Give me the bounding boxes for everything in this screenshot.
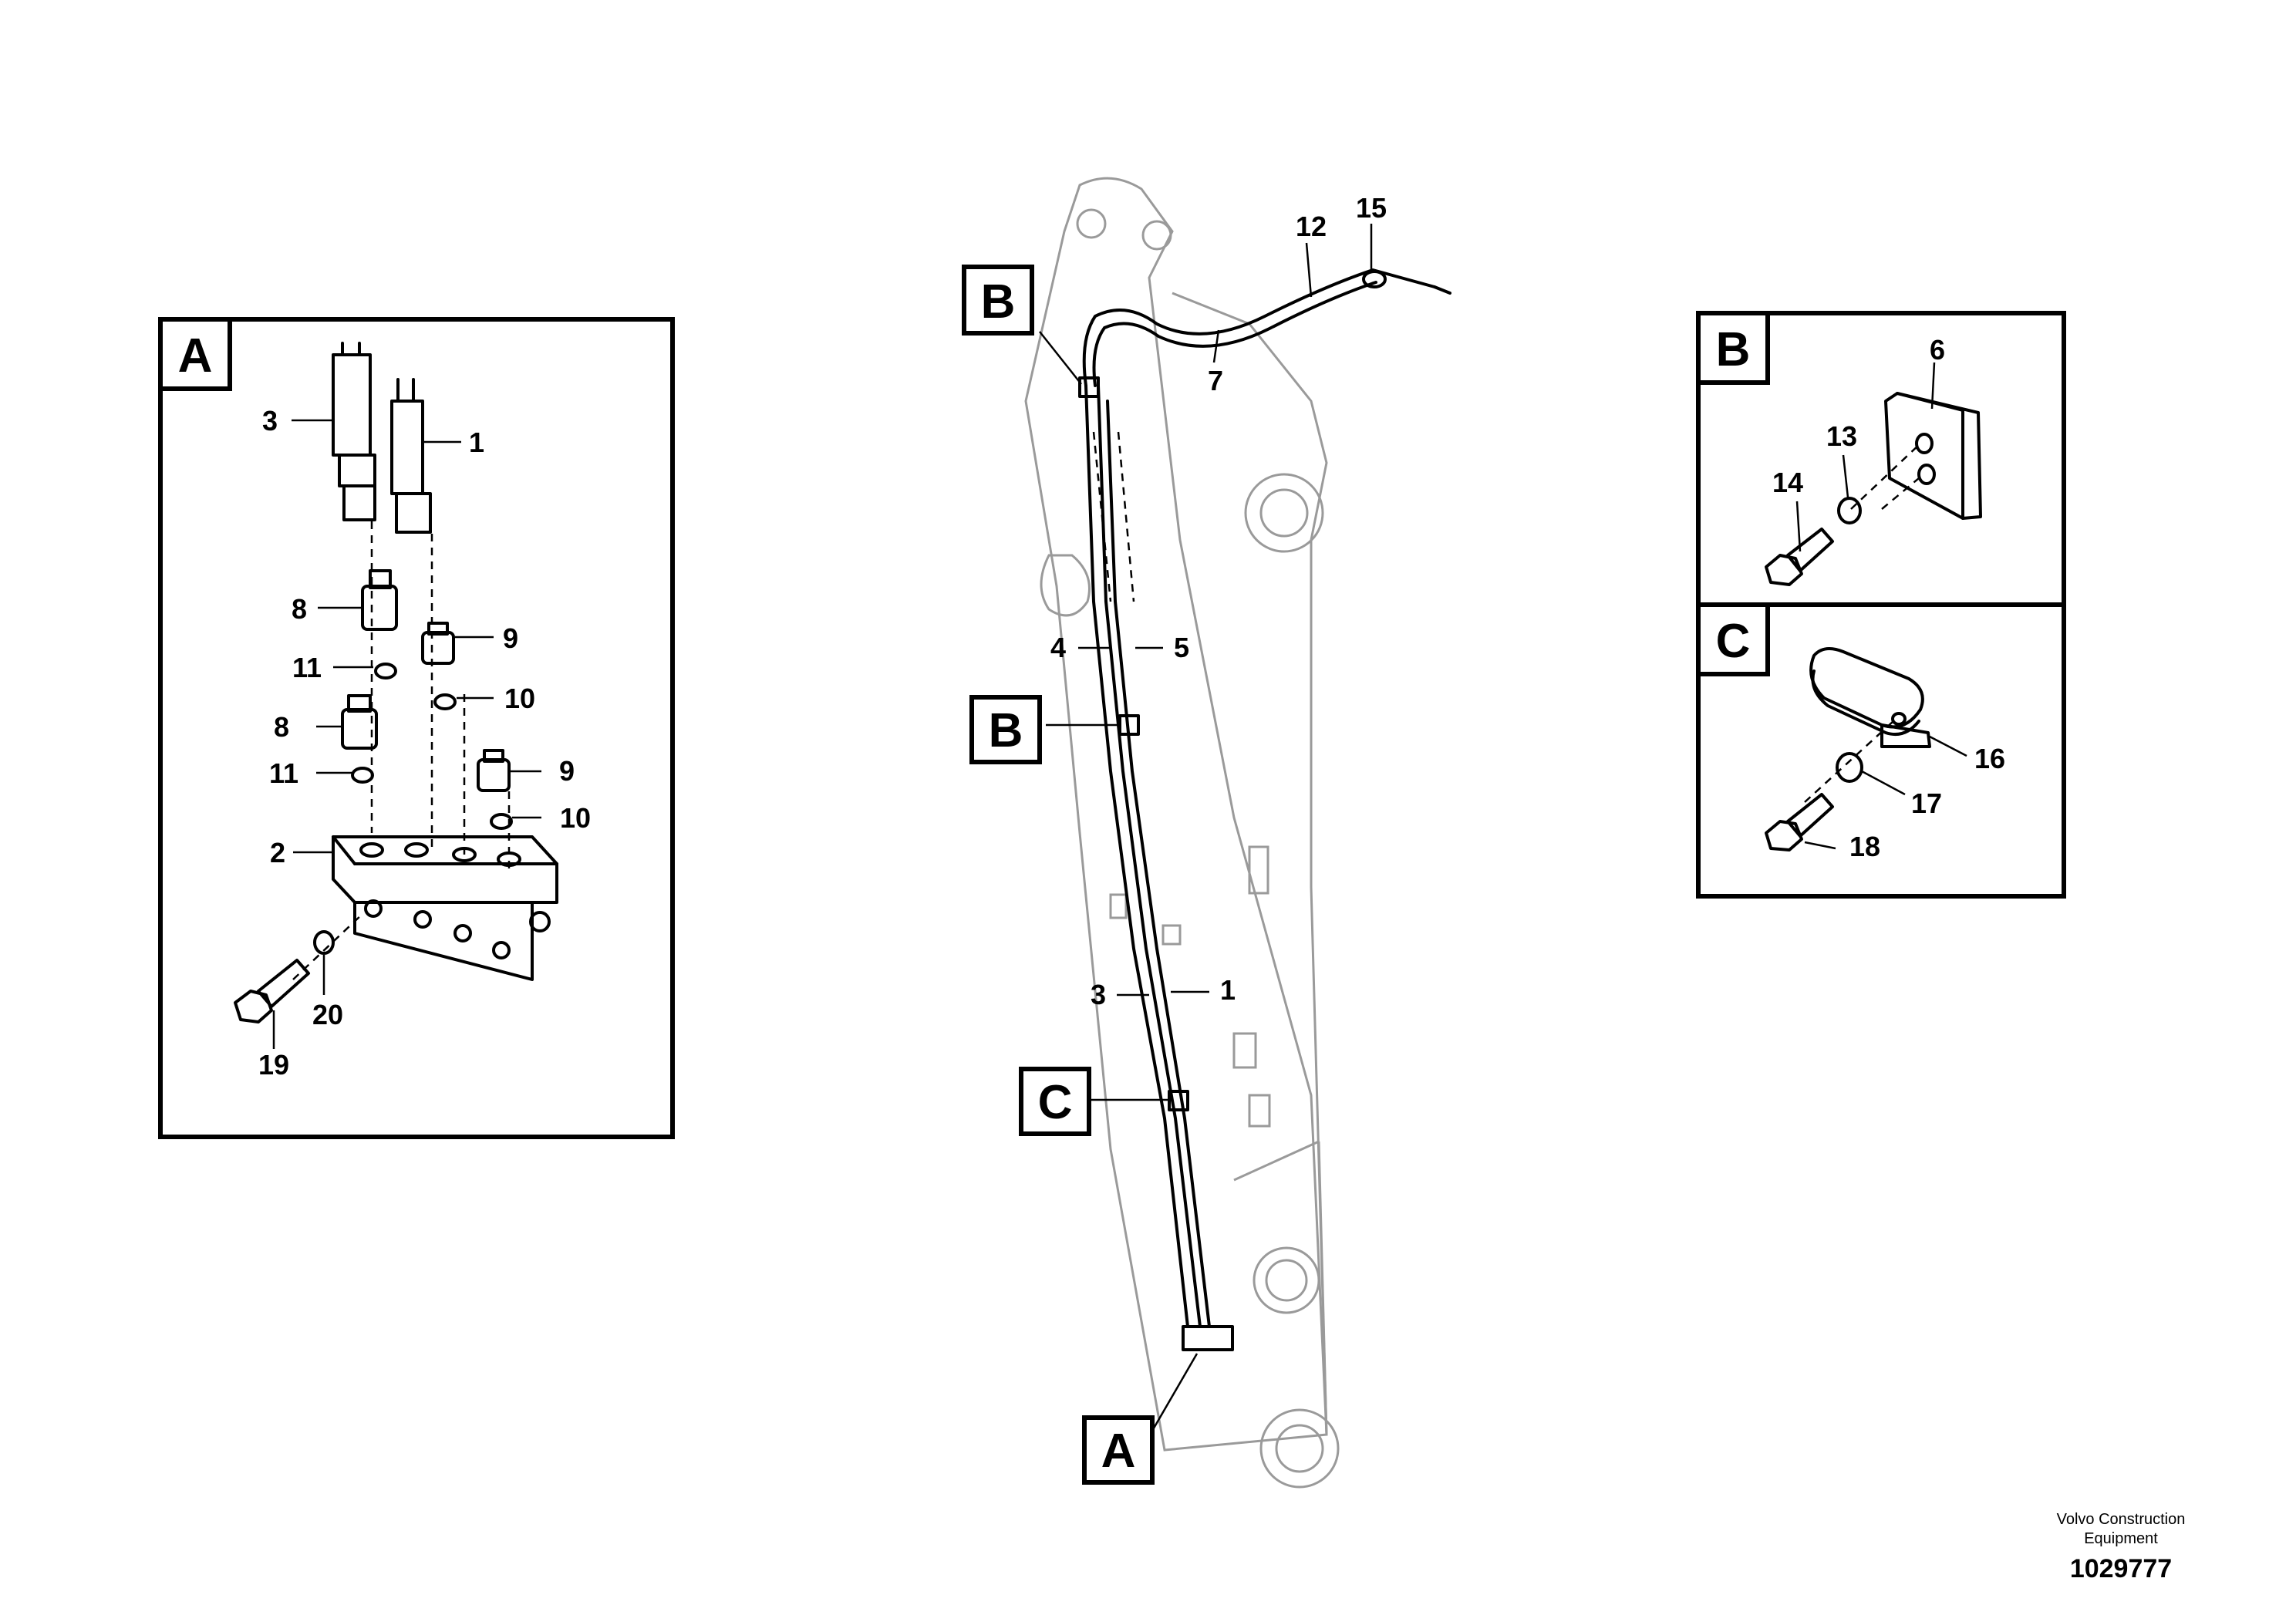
callout-8-lower: 8	[274, 711, 289, 743]
bolt-14	[1765, 528, 1834, 586]
bolt-19	[234, 959, 310, 1023]
bracket-6	[1884, 392, 1982, 520]
manifold-a-position	[1182, 1325, 1234, 1351]
callout-9-upper: 9	[503, 622, 518, 654]
detail-b-label: B	[1716, 323, 1751, 376]
callout-11-upper: 11	[292, 652, 322, 683]
main-view-leaders	[1039, 224, 1373, 1437]
callout-box-b-top: B	[981, 275, 1016, 329]
o-ring-10-upper	[433, 693, 457, 710]
clamp-b-top	[1078, 376, 1100, 398]
callout-20: 20	[312, 999, 343, 1030]
callout-5: 5	[1174, 632, 1189, 663]
detail-a-leaders	[272, 419, 541, 1049]
detail-a-panel: A	[158, 317, 675, 1139]
callout-16: 16	[1974, 743, 2005, 774]
fitting-8-upper	[361, 569, 398, 631]
detail-b-panel: B 6 13 14	[1696, 311, 2066, 607]
o-ring-11-upper	[374, 663, 397, 679]
o-ring-11-lower	[351, 767, 374, 784]
callout-19: 19	[258, 1049, 289, 1081]
callout-2: 2	[270, 837, 285, 868]
callout-10-lower: 10	[560, 802, 591, 834]
callout-box-b-middle: B	[989, 704, 1023, 757]
callout-1-detail-a: 1	[469, 427, 484, 458]
fitting-8-lower	[341, 694, 378, 750]
detail-c-panel: C 16 17 18	[1696, 602, 2066, 899]
hose-1-drawing	[390, 378, 432, 534]
callout-18: 18	[1849, 831, 1880, 862]
callout-7: 7	[1208, 365, 1223, 396]
o-ring-10-lower	[490, 813, 513, 830]
callout-15: 15	[1356, 192, 1387, 224]
callout-1-main: 1	[1220, 974, 1236, 1006]
detail-a-label: A	[178, 329, 213, 383]
callout-3-main: 3	[1091, 979, 1106, 1010]
callout-17: 17	[1911, 787, 1942, 819]
fitting-9-upper	[421, 622, 455, 665]
detail-c-label: C	[1716, 615, 1751, 668]
callout-3-detail-a: 3	[262, 405, 278, 437]
callout-10-upper: 10	[504, 683, 535, 714]
callout-8-upper: 8	[292, 593, 307, 625]
callout-box-a: A	[1101, 1425, 1136, 1478]
drawing-number: 1029777	[2069, 1554, 2173, 1583]
callout-6: 6	[1930, 334, 1945, 366]
fitting-9-lower	[477, 749, 511, 792]
washer-20	[313, 930, 335, 955]
callout-14: 14	[1772, 467, 1803, 498]
callout-13: 13	[1826, 420, 1857, 452]
washer-17	[1836, 752, 1863, 783]
hose-end-15	[1362, 270, 1387, 288]
manifold-block	[332, 835, 558, 981]
bolt-18	[1765, 793, 1834, 851]
callout-box-c: C	[1038, 1076, 1073, 1129]
callout-9-lower: 9	[559, 755, 575, 787]
callout-11-lower: 11	[269, 757, 298, 789]
washer-13	[1837, 497, 1862, 524]
hose-3-drawing	[332, 342, 376, 521]
callout-4: 4	[1050, 632, 1066, 663]
clamp-16	[1809, 647, 1931, 748]
hose-route	[1078, 268, 1451, 1351]
brand-caption: Volvo Construction Equipment	[2056, 1511, 2186, 1547]
callout-12: 12	[1296, 211, 1327, 242]
